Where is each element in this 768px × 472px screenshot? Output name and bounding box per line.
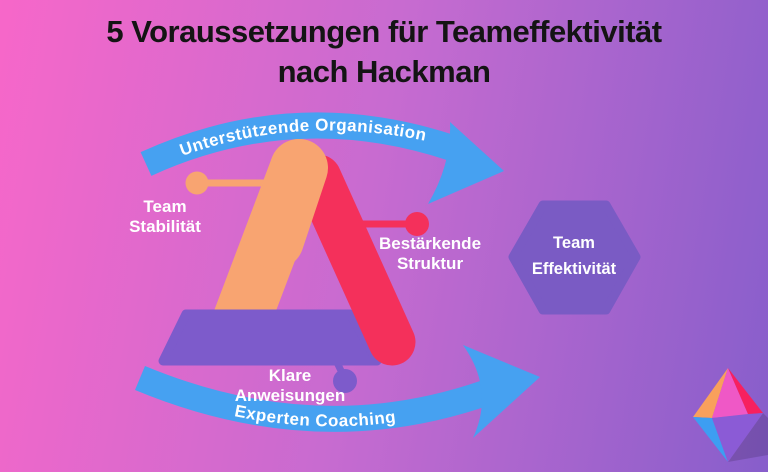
orange-dot-icon <box>185 171 209 195</box>
label-team-effektivitaet-line2: Effektivität <box>531 260 617 278</box>
gem-shadow <box>728 413 768 462</box>
gem-facet-red <box>728 368 763 414</box>
title-line-1: 5 Voraussetzungen für Teameffektivität <box>106 14 662 49</box>
label-bestaerkende-struktur-line1: Bestärkende <box>378 234 482 253</box>
top-arrow-head-icon <box>428 122 504 204</box>
label-team-stabilitaet-line1: Team <box>143 197 187 216</box>
bottom-arrow <box>135 345 540 438</box>
label-team-stabilitaet-line2: Stabilität <box>129 217 201 236</box>
label-klare-anweisungen-line2: Anweisungen <box>234 386 346 405</box>
team-effectiveness-hexagon <box>508 200 641 315</box>
top-arrow <box>140 112 504 204</box>
red-dot-icon <box>405 212 429 236</box>
triangle <box>158 139 416 366</box>
triangle-purple-base <box>158 309 382 366</box>
gem-facet-pink <box>712 368 748 418</box>
triangle-red-leg <box>294 154 416 366</box>
triangle-orange-apex-overlap <box>246 139 328 269</box>
label-bestaerkende-struktur: Bestärkende Struktur <box>368 234 492 274</box>
title-line-2: nach Hackman <box>277 54 491 89</box>
label-team-effektivitaet: Team Effektivität <box>514 230 634 282</box>
label-team-stabilitaet: Team Stabilität <box>108 197 222 237</box>
top-arrow-band <box>140 112 457 176</box>
purple-dot-icon <box>333 369 357 393</box>
page-title: 5 Voraussetzungen für Teameffektivität n… <box>0 12 768 92</box>
connector-bestaerkende-struktur <box>355 212 429 236</box>
gem-facet-purple <box>712 413 763 462</box>
label-klare-anweisungen-line1: Klare <box>268 366 312 385</box>
label-bestaerkende-struktur-line2: Struktur <box>396 254 464 273</box>
label-team-effektivitaet-line1: Team <box>553 234 595 252</box>
bottom-arrow-band <box>135 365 493 432</box>
bottom-arrow-head-icon <box>463 345 540 438</box>
gem-logo-icon <box>693 368 768 462</box>
label-klare-anweisungen: Klare Anweisungen <box>228 366 352 406</box>
gem-facet-blue <box>693 417 728 462</box>
gem-facet-orange <box>693 368 728 418</box>
